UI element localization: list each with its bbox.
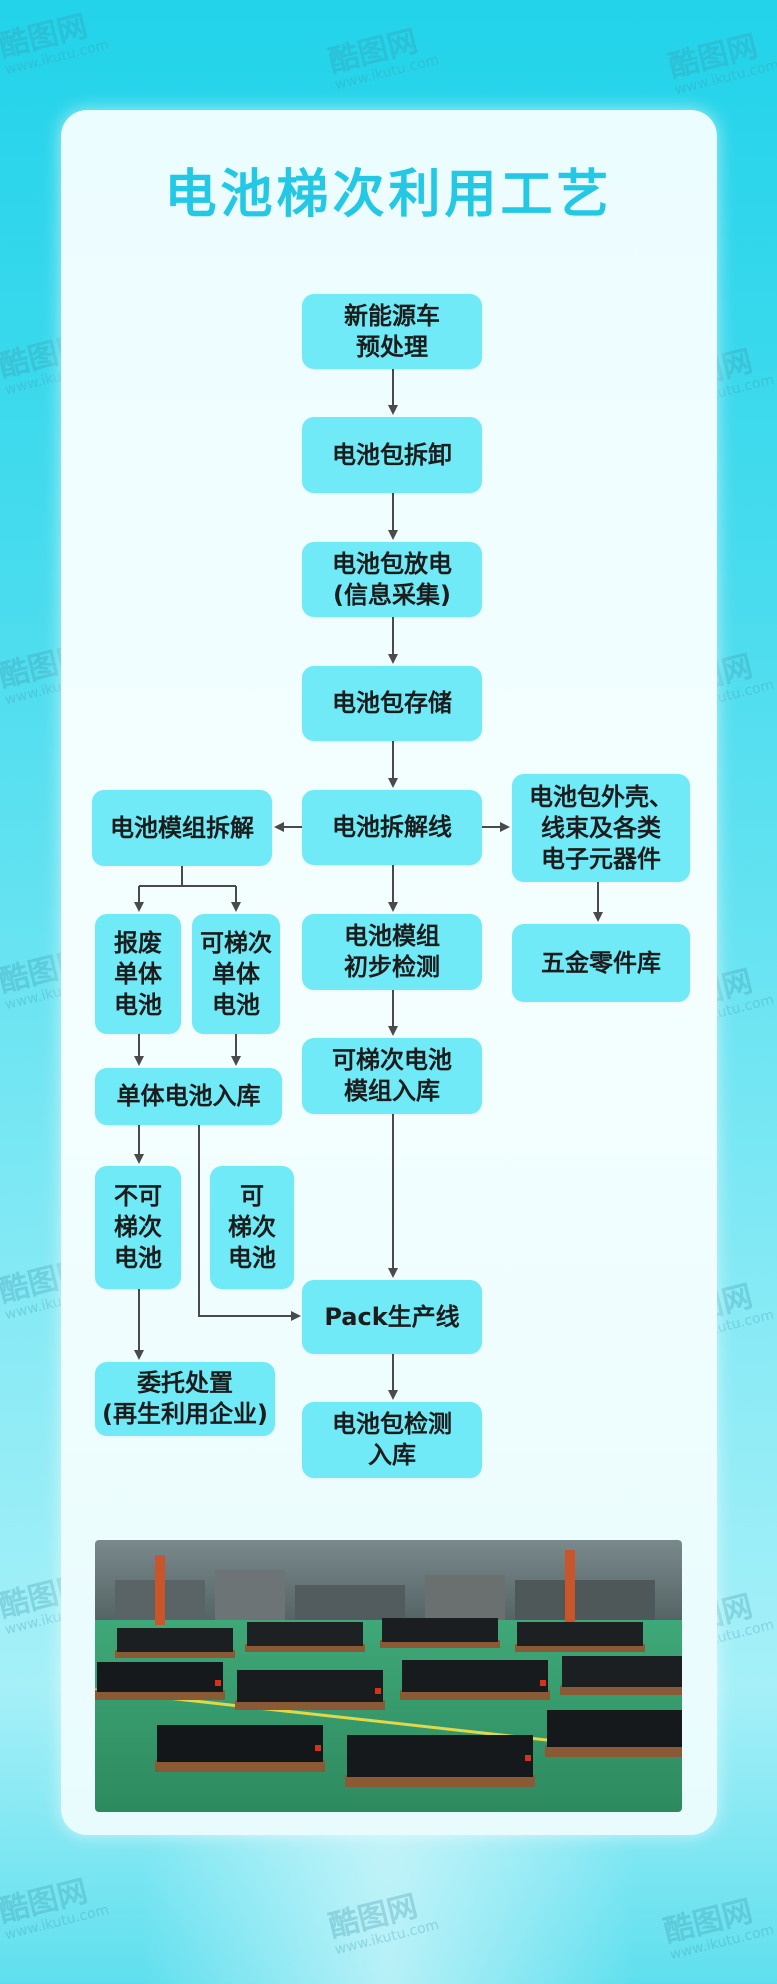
step-module-test: 电池模组 初步检测 — [302, 914, 482, 990]
step-shell-components: 电池包外壳、 线束及各类 电子元器件 — [512, 774, 690, 882]
step-disassembly-line: 电池拆解线 — [302, 790, 482, 865]
step-module-disassembly: 电池模组拆解 — [92, 790, 272, 866]
step-entrust-disposal: 委托处置 (再生利用企业) — [95, 1362, 275, 1436]
step-hardware-storage: 五金零件库 — [512, 924, 690, 1002]
step-module-storage: 可梯次电池 模组入库 — [302, 1038, 482, 1114]
step-pretreat: 新能源车 预处理 — [302, 294, 482, 369]
page-title: 电池梯次利用工艺 — [164, 165, 613, 225]
step-pack-line: Pack生产线 — [302, 1280, 482, 1354]
step-cell-storage: 单体电池入库 — [95, 1068, 282, 1125]
step-non-reusable: 不可 梯次 电池 — [95, 1166, 181, 1289]
factory-photo — [95, 1540, 682, 1812]
factory-photo-illustration — [95, 1540, 682, 1812]
step-scrap-cell: 报废 单体 电池 — [95, 914, 181, 1034]
step-reusable: 可 梯次 电池 — [210, 1166, 294, 1289]
step-reusable-cell: 可梯次 单体 电池 — [192, 914, 280, 1034]
step-discharge: 电池包放电 (信息采集) — [302, 542, 482, 617]
step-pack-test: 电池包检测 入库 — [302, 1402, 482, 1478]
step-storage: 电池包存储 — [302, 666, 482, 741]
step-remove: 电池包拆卸 — [302, 417, 482, 493]
